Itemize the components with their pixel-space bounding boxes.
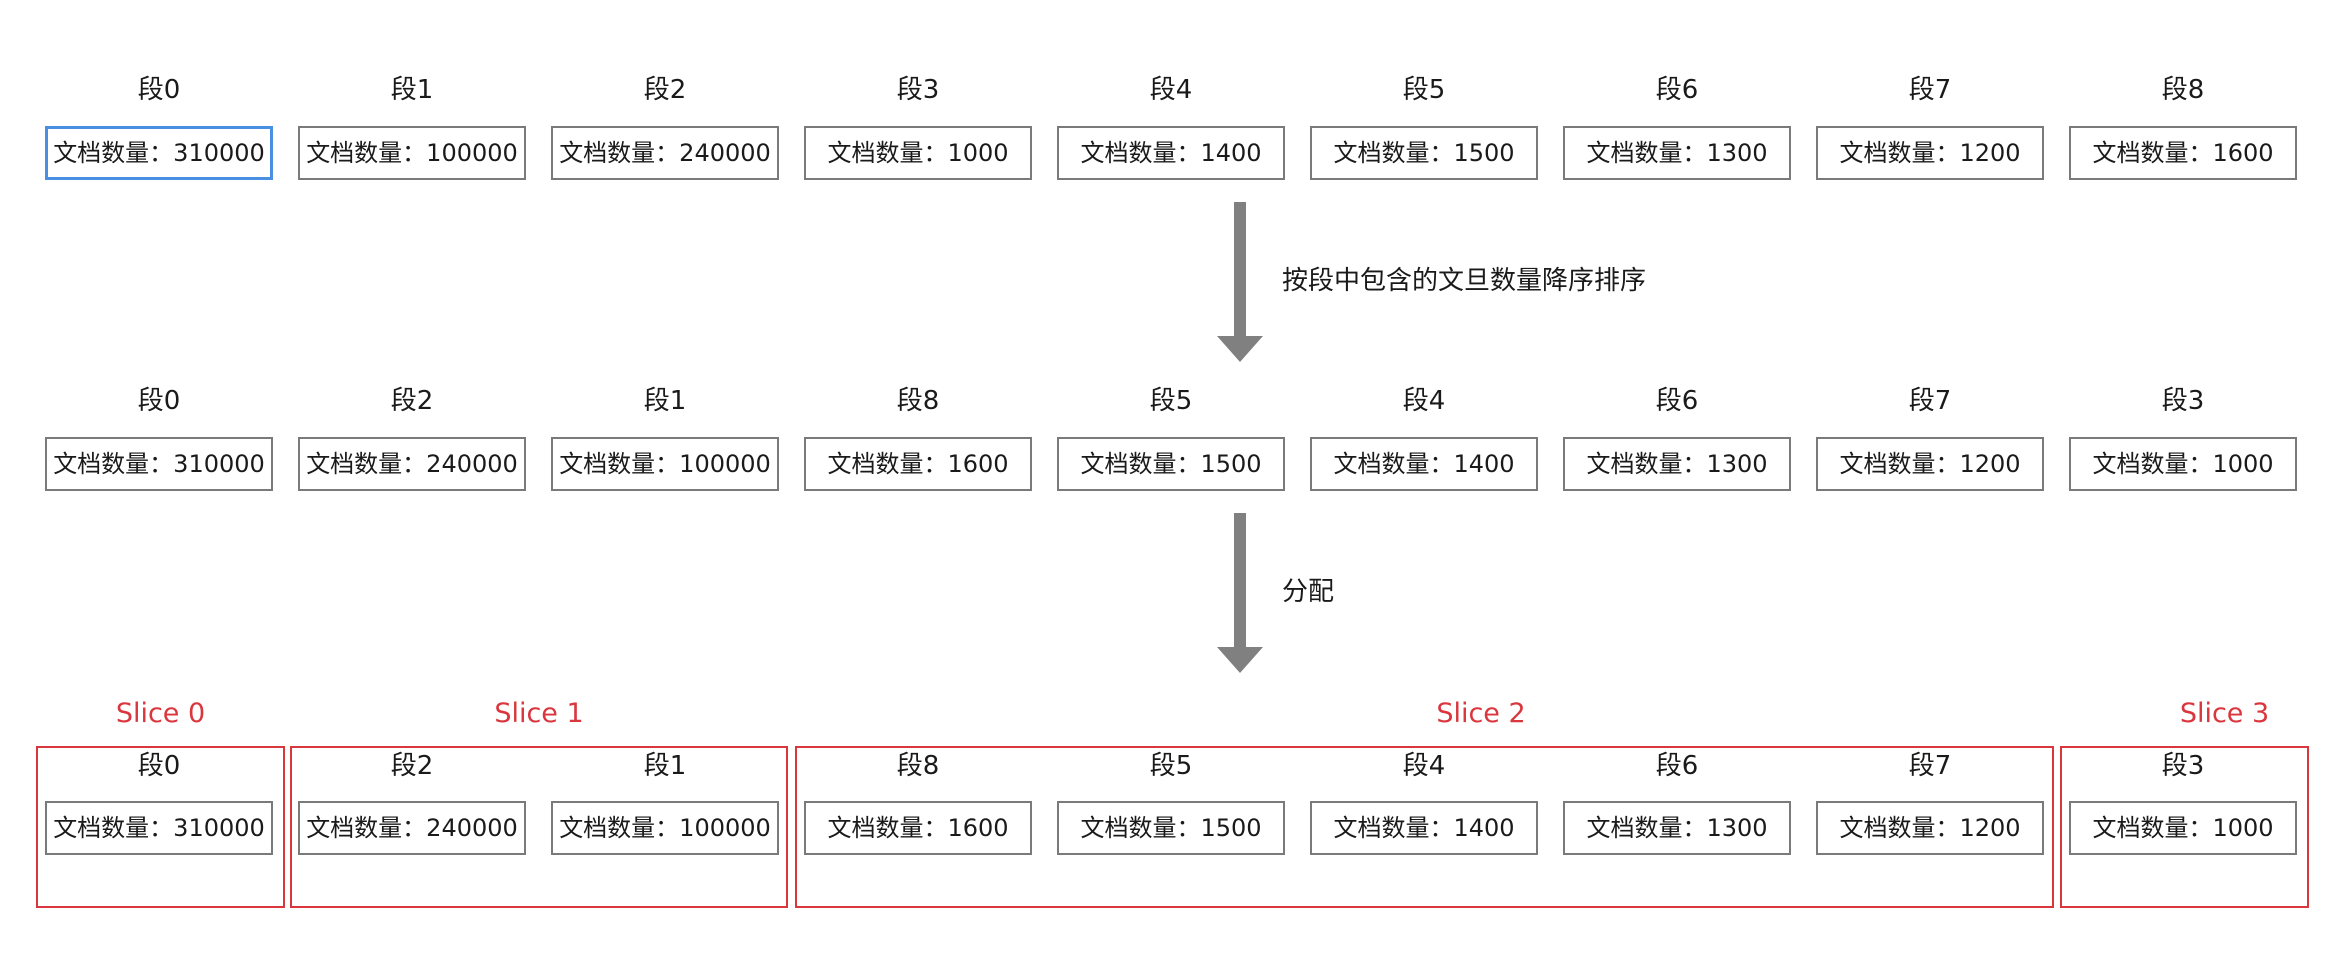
segment-label: 段8 [2161,75,2205,105]
segment-doc-count-box: 文档数量：100000 [298,126,526,180]
segment-label: 段5 [1149,386,1193,416]
segment-label: 段2 [643,75,687,105]
segment-label: 段8 [896,751,940,781]
segment-doc-count-box: 文档数量：1000 [2069,437,2297,491]
segment-doc-count-box: 文档数量：310000 [45,126,273,180]
segment-doc-count-box: 文档数量：1500 [1057,801,1285,855]
segment-doc-count-box: 文档数量：310000 [45,801,273,855]
slice-title-3: Slice 3 [2179,698,2270,729]
segment-label: 段4 [1402,386,1446,416]
slice-title-1: Slice 1 [494,698,584,729]
segment-label: 段1 [643,386,687,416]
segment-doc-count-box: 文档数量：1400 [1057,126,1285,180]
slice-title-2: Slice 2 [1436,698,1526,729]
segment-doc-count-box: 文档数量：1600 [2069,126,2297,180]
segment-label: 段7 [1908,751,1952,781]
slice-group-1 [290,746,788,908]
segment-doc-count-box: 文档数量：100000 [551,437,779,491]
segment-label: 段6 [1655,751,1699,781]
segment-doc-count-box: 文档数量：1600 [804,801,1032,855]
segment-label: 段2 [390,751,434,781]
allocate-arrow-head-icon [1217,647,1263,673]
segment-doc-count-box: 文档数量：240000 [298,801,526,855]
segment-label: 段5 [1149,751,1193,781]
slice-group-2 [795,746,2054,908]
segment-doc-count-box: 文档数量：1200 [1816,801,2044,855]
segment-doc-count-box: 文档数量：1000 [804,126,1032,180]
segment-label: 段8 [896,386,940,416]
segment-doc-count-box: 文档数量：1400 [1310,437,1538,491]
segment-doc-count-box: 文档数量：1300 [1563,437,1791,491]
segment-label: 段6 [1655,386,1699,416]
segment-label: 段1 [390,75,434,105]
segment-label: 段1 [643,751,687,781]
segment-doc-count-box: 文档数量：1500 [1310,126,1538,180]
segment-doc-count-box: 文档数量：1500 [1057,437,1285,491]
segment-label: 段0 [137,751,181,781]
segment-doc-count-box: 文档数量：310000 [45,437,273,491]
segment-label: 段5 [1402,75,1446,105]
segment-doc-count-box: 文档数量：240000 [298,437,526,491]
segment-doc-count-box: 文档数量：100000 [551,801,779,855]
sort-arrow-shaft [1234,202,1246,338]
segment-doc-count-box: 文档数量：1200 [1816,437,2044,491]
allocate-step-label: 分配 [1282,577,1335,607]
segment-doc-count-box: 文档数量：1600 [804,437,1032,491]
sort-arrow-head-icon [1217,336,1263,362]
slice-title-0: Slice 0 [115,698,206,729]
segment-label: 段0 [137,75,181,105]
slice-group-0 [36,746,285,908]
allocate-arrow-shaft [1234,513,1246,649]
segment-label: 段4 [1149,75,1193,105]
segment-label: 段3 [896,75,940,105]
segment-doc-count-box: 文档数量：1400 [1310,801,1538,855]
segment-label: 段7 [1908,75,1952,105]
segment-label: 段3 [2161,386,2205,416]
segment-doc-count-box: 文档数量：1300 [1563,126,1791,180]
sort-step-label: 按段中包含的文旦数量降序排序 [1282,266,1647,296]
segment-doc-count-box: 文档数量：1000 [2069,801,2297,855]
segment-label: 段3 [2161,751,2205,781]
segment-label: 段4 [1402,751,1446,781]
segment-doc-count-box: 文档数量：1200 [1816,126,2044,180]
segment-doc-count-box: 文档数量：1300 [1563,801,1791,855]
segment-label: 段6 [1655,75,1699,105]
slice-group-3 [2060,746,2309,908]
segment-label: 段2 [390,386,434,416]
segment-label: 段0 [137,386,181,416]
segment-doc-count-box: 文档数量：240000 [551,126,779,180]
segment-label: 段7 [1908,386,1952,416]
